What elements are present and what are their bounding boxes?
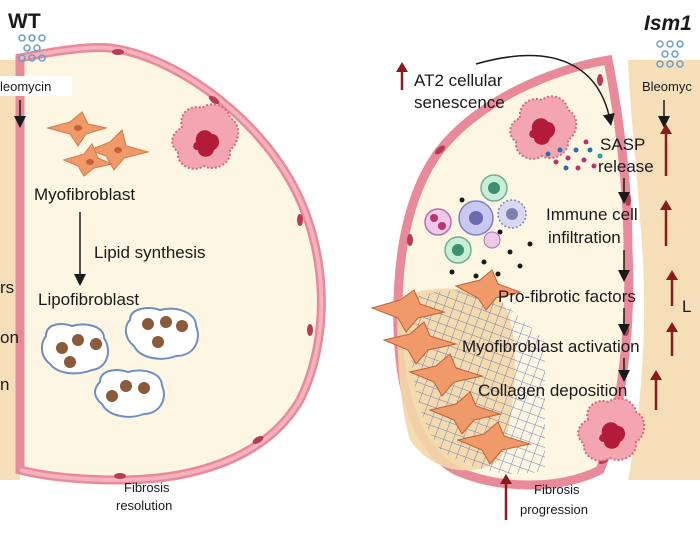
cascade-step-3: Pro-fibrotic factors bbox=[498, 287, 636, 306]
right-cut-fragment: L bbox=[682, 297, 691, 316]
cascade-step-2-line1: Immune cell bbox=[546, 205, 638, 224]
bleomycin-particles-icon bbox=[656, 40, 684, 68]
immune-cell-icon bbox=[424, 174, 533, 279]
cascade: SASP release Immune cell infiltration Pr… bbox=[462, 135, 654, 400]
senescence-curve-arrow bbox=[475, 54, 615, 126]
right-interstitium bbox=[628, 60, 700, 480]
cascade-step-4: Myofibroblast activation bbox=[462, 337, 640, 356]
right-title: Ism1 bbox=[644, 12, 692, 35]
cascade-step-1-line1: SASP bbox=[600, 135, 645, 154]
left-cut-fragment-3: n bbox=[0, 375, 9, 394]
at2-cell-icon bbox=[577, 397, 646, 462]
left-title: WT bbox=[8, 10, 41, 33]
lipofibroblast-label: Lipofibroblast bbox=[38, 290, 139, 309]
left-cut-fragment-2: on bbox=[0, 328, 19, 347]
right-myofibroblast-cluster bbox=[370, 269, 532, 465]
left-interstitium bbox=[0, 60, 20, 480]
bleomycin-particles-icon bbox=[18, 34, 46, 62]
senescence-line2: senescence bbox=[414, 93, 505, 112]
sasp-particles-icon bbox=[545, 139, 603, 171]
right-outcome-line2: progression bbox=[520, 502, 588, 517]
right-panel: Ism1 Bleomyc L AT2 cellular senescence S… bbox=[370, 12, 700, 520]
collagen-mesh-icon bbox=[409, 290, 545, 474]
left-alveolus bbox=[15, 43, 326, 485]
right-outcome-line1: Fibrosis bbox=[534, 482, 580, 497]
at2-cell-icon bbox=[509, 95, 578, 160]
lipofibroblast-icon bbox=[40, 307, 199, 418]
fibroblast-icon bbox=[46, 111, 150, 177]
left-wall-nuclei bbox=[112, 49, 313, 479]
cascade-step-2-line2: infiltration bbox=[548, 228, 621, 247]
left-outcome-line2: resolution bbox=[116, 498, 172, 513]
left-outcome-line1: Fibrosis bbox=[124, 480, 170, 495]
lipid-synthesis-label: Lipid synthesis bbox=[94, 243, 206, 262]
cascade-up-arrows bbox=[650, 124, 678, 410]
at2-cell-icon bbox=[171, 103, 240, 170]
senescence-line1: AT2 cellular bbox=[414, 71, 503, 90]
cascade-step-1-line2: release bbox=[598, 157, 654, 176]
left-cut-fragment-1: rs bbox=[0, 278, 14, 297]
right-stimulus-label: Bleomyc bbox=[642, 79, 692, 94]
left-stimulus-label: leomycin bbox=[0, 79, 51, 94]
myofibroblast-label: Myofibroblast bbox=[34, 185, 135, 204]
cascade-step-5: Collagen deposition bbox=[478, 381, 627, 400]
left-panel: WT leomycin rs on n Myofibroblast Lipid … bbox=[0, 10, 326, 513]
